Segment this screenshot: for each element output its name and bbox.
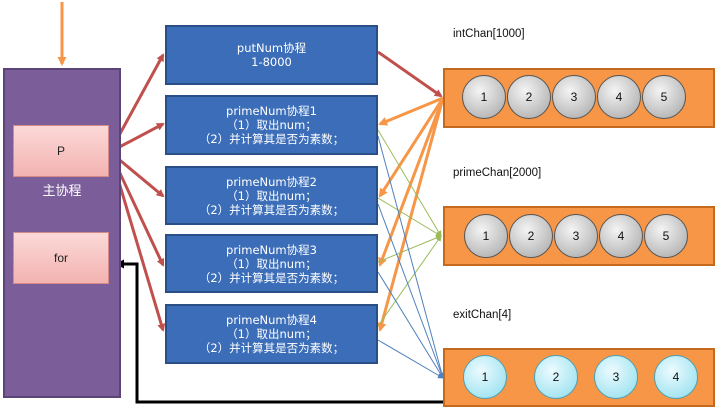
exitchan-item: 4 xyxy=(654,355,698,399)
intchan-item: 1 xyxy=(462,75,506,119)
coroutine-line: （1）取出num； xyxy=(226,256,317,271)
exitchan-item: 2 xyxy=(534,355,578,399)
exitchan-label: exitChan[4] xyxy=(453,309,512,321)
arrow-prime1-to-primechan xyxy=(377,129,442,237)
arrow-prime2-to-exitchan xyxy=(377,203,445,379)
primechan-item: 4 xyxy=(599,214,643,258)
coroutine-prime-4: primeNum协程4 （1）取出num； （2）并计算其是否为素数； xyxy=(165,304,378,364)
arrow-prime2-to-primechan xyxy=(377,197,442,237)
coroutine-line: （1）取出num； xyxy=(226,118,317,132)
coroutine-line: （2）并计算其是否为素数； xyxy=(198,270,345,285)
primechan-item: 5 xyxy=(644,214,688,258)
coroutine-title: putNum协程 xyxy=(236,41,307,55)
coroutine-prime-1: primeNum协程1 （1）取出num； （2）并计算其是否为素数； xyxy=(165,95,378,155)
arrow-intchan-to-prime2 xyxy=(378,97,445,198)
coroutine-line: （2）并计算其是否为素数； xyxy=(198,202,345,217)
intchan-item: 5 xyxy=(642,75,686,119)
exitchan-item: 3 xyxy=(594,355,638,399)
coroutine-title: primeNum协程4 xyxy=(226,313,317,327)
primechan-item: 1 xyxy=(464,214,508,258)
primechan-item: 3 xyxy=(554,214,598,258)
intchan-item: 3 xyxy=(552,75,596,119)
coroutine-line: （2）并计算其是否为素数； xyxy=(198,341,345,355)
arrow-prime1-to-exitchan xyxy=(377,135,445,379)
arrow-prime4-to-exitchan xyxy=(377,339,444,379)
coroutine-putnum: putNum协程 1-8000 xyxy=(165,25,378,85)
p-label: P xyxy=(56,144,65,158)
arrow-intchan-to-prime1 xyxy=(378,96,444,126)
exitchan-item: 1 xyxy=(463,355,507,399)
for-label: for xyxy=(53,251,68,265)
intchan-item: 4 xyxy=(597,75,641,119)
coroutine-line: （1）取出num； xyxy=(226,327,317,341)
primechan-label: primeChan[2000] xyxy=(453,167,542,179)
p-box: P xyxy=(13,125,109,177)
coroutine-title: primeNum协程2 xyxy=(226,174,317,189)
coroutine-title: primeNum协程3 xyxy=(226,242,317,257)
intchan-label: intChan[1000] xyxy=(453,28,525,40)
coroutine-line: 1-8000 xyxy=(251,55,292,69)
arrow-prime3-to-exitchan xyxy=(377,271,444,379)
arrow-prime3-to-primechan xyxy=(377,235,442,263)
arrow-exitchan-to-for xyxy=(115,259,443,404)
arrow-prime4-to-primechan xyxy=(377,235,442,327)
coroutine-line: （2）并计算其是否为素数； xyxy=(198,132,345,146)
arrow-putnum-to-intchan xyxy=(377,50,443,98)
coroutine-line: （1）取出num； xyxy=(226,188,317,203)
primechan-item: 2 xyxy=(509,214,553,258)
main-coroutine-label: 主协程 xyxy=(42,184,82,199)
coroutine-title: primeNum协程1 xyxy=(226,104,317,118)
intchan-item: 2 xyxy=(507,75,551,119)
coroutine-prime-3: primeNum协程3 （1）取出num； （2）并计算其是否为素数； xyxy=(165,234,378,293)
for-box: for xyxy=(13,232,109,284)
coroutine-prime-2: primeNum协程2 （1）取出num； （2）并计算其是否为素数； xyxy=(165,166,378,225)
arrow-intchan-to-prime4 xyxy=(377,97,445,332)
